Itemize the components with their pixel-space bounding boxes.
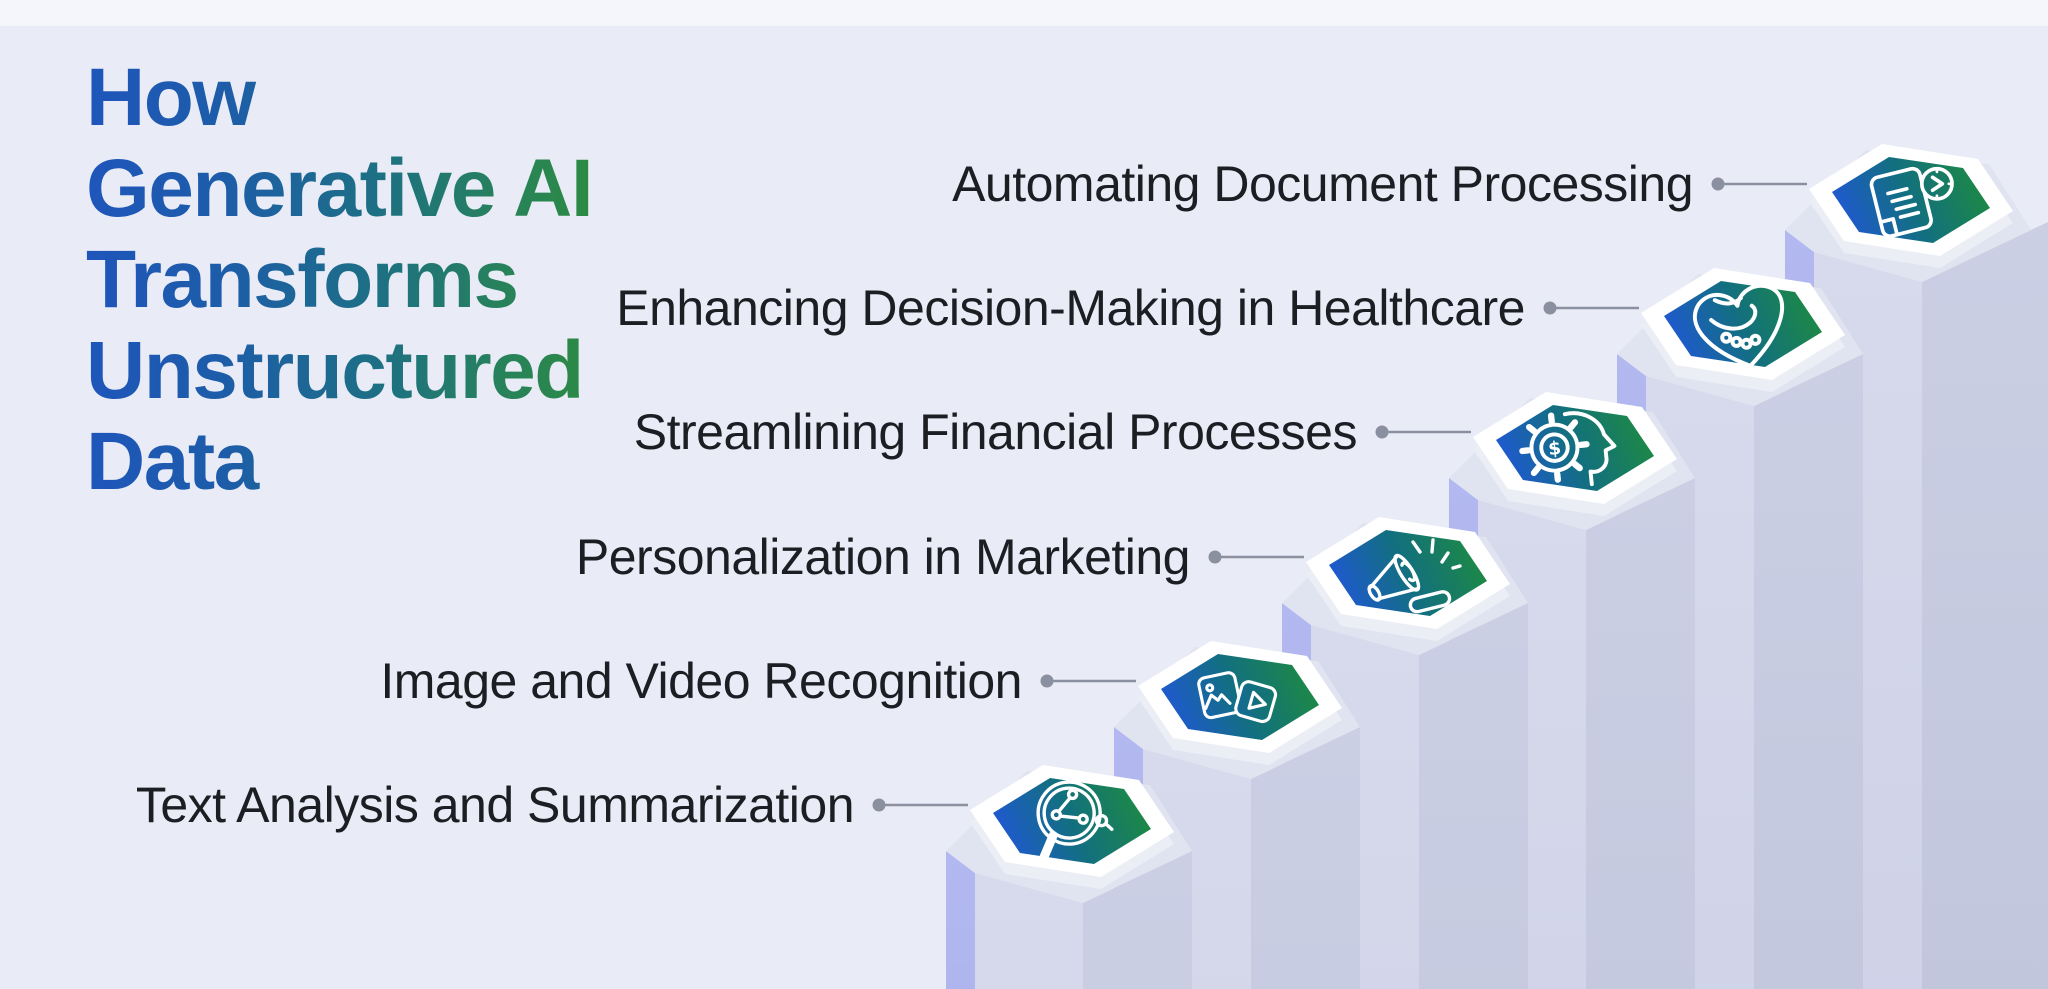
step-pillar-4: $ — [1449, 392, 1695, 989]
connector-1 — [872, 798, 968, 812]
svg-text:$: $ — [1547, 438, 1562, 460]
connector-2 — [1040, 674, 1136, 688]
page-title: How Generative AI Transforms Unstructure… — [86, 52, 726, 507]
step-label-2: Image and Video Recognition — [380, 653, 1022, 709]
document-clock-icon — [1869, 166, 1954, 239]
step-label-1: Text Analysis and Summarization — [136, 777, 854, 833]
title-line: Data — [86, 416, 726, 507]
title-line: Generative AI — [86, 143, 726, 234]
step-pillar-5 — [1617, 268, 1863, 989]
connector-6 — [1711, 177, 1807, 191]
step-pillar-6 — [1785, 144, 2048, 989]
handshake-heart-icon — [1692, 283, 1785, 368]
step-pillar-2 — [1114, 641, 1360, 989]
step-pillar-1 — [946, 765, 1192, 989]
title-line: How — [86, 52, 726, 143]
connector-5 — [1543, 301, 1639, 315]
title-line: Unstructured — [86, 325, 726, 416]
connector-3 — [1208, 550, 1304, 564]
megaphone-icon — [1367, 538, 1462, 614]
connectors — [872, 177, 1807, 812]
step-label-6: Automating Document Processing — [952, 156, 1693, 212]
title-line: Transforms — [86, 234, 726, 325]
image-video-icon — [1197, 671, 1278, 724]
step-labels: Text Analysis and Summarization Image an… — [136, 156, 1694, 833]
step-label-4: Streamlining Financial Processes — [634, 404, 1357, 460]
connector-4 — [1375, 425, 1471, 439]
step-pillar-3 — [1282, 517, 1528, 989]
finance-brain-gear-icon: $ — [1519, 411, 1617, 487]
search-graph-icon — [1036, 780, 1114, 862]
step-label-3: Personalization in Marketing — [576, 529, 1190, 585]
step-label-5: Enhancing Decision-Making in Healthcare — [616, 280, 1525, 336]
top-strip — [0, 0, 2048, 26]
